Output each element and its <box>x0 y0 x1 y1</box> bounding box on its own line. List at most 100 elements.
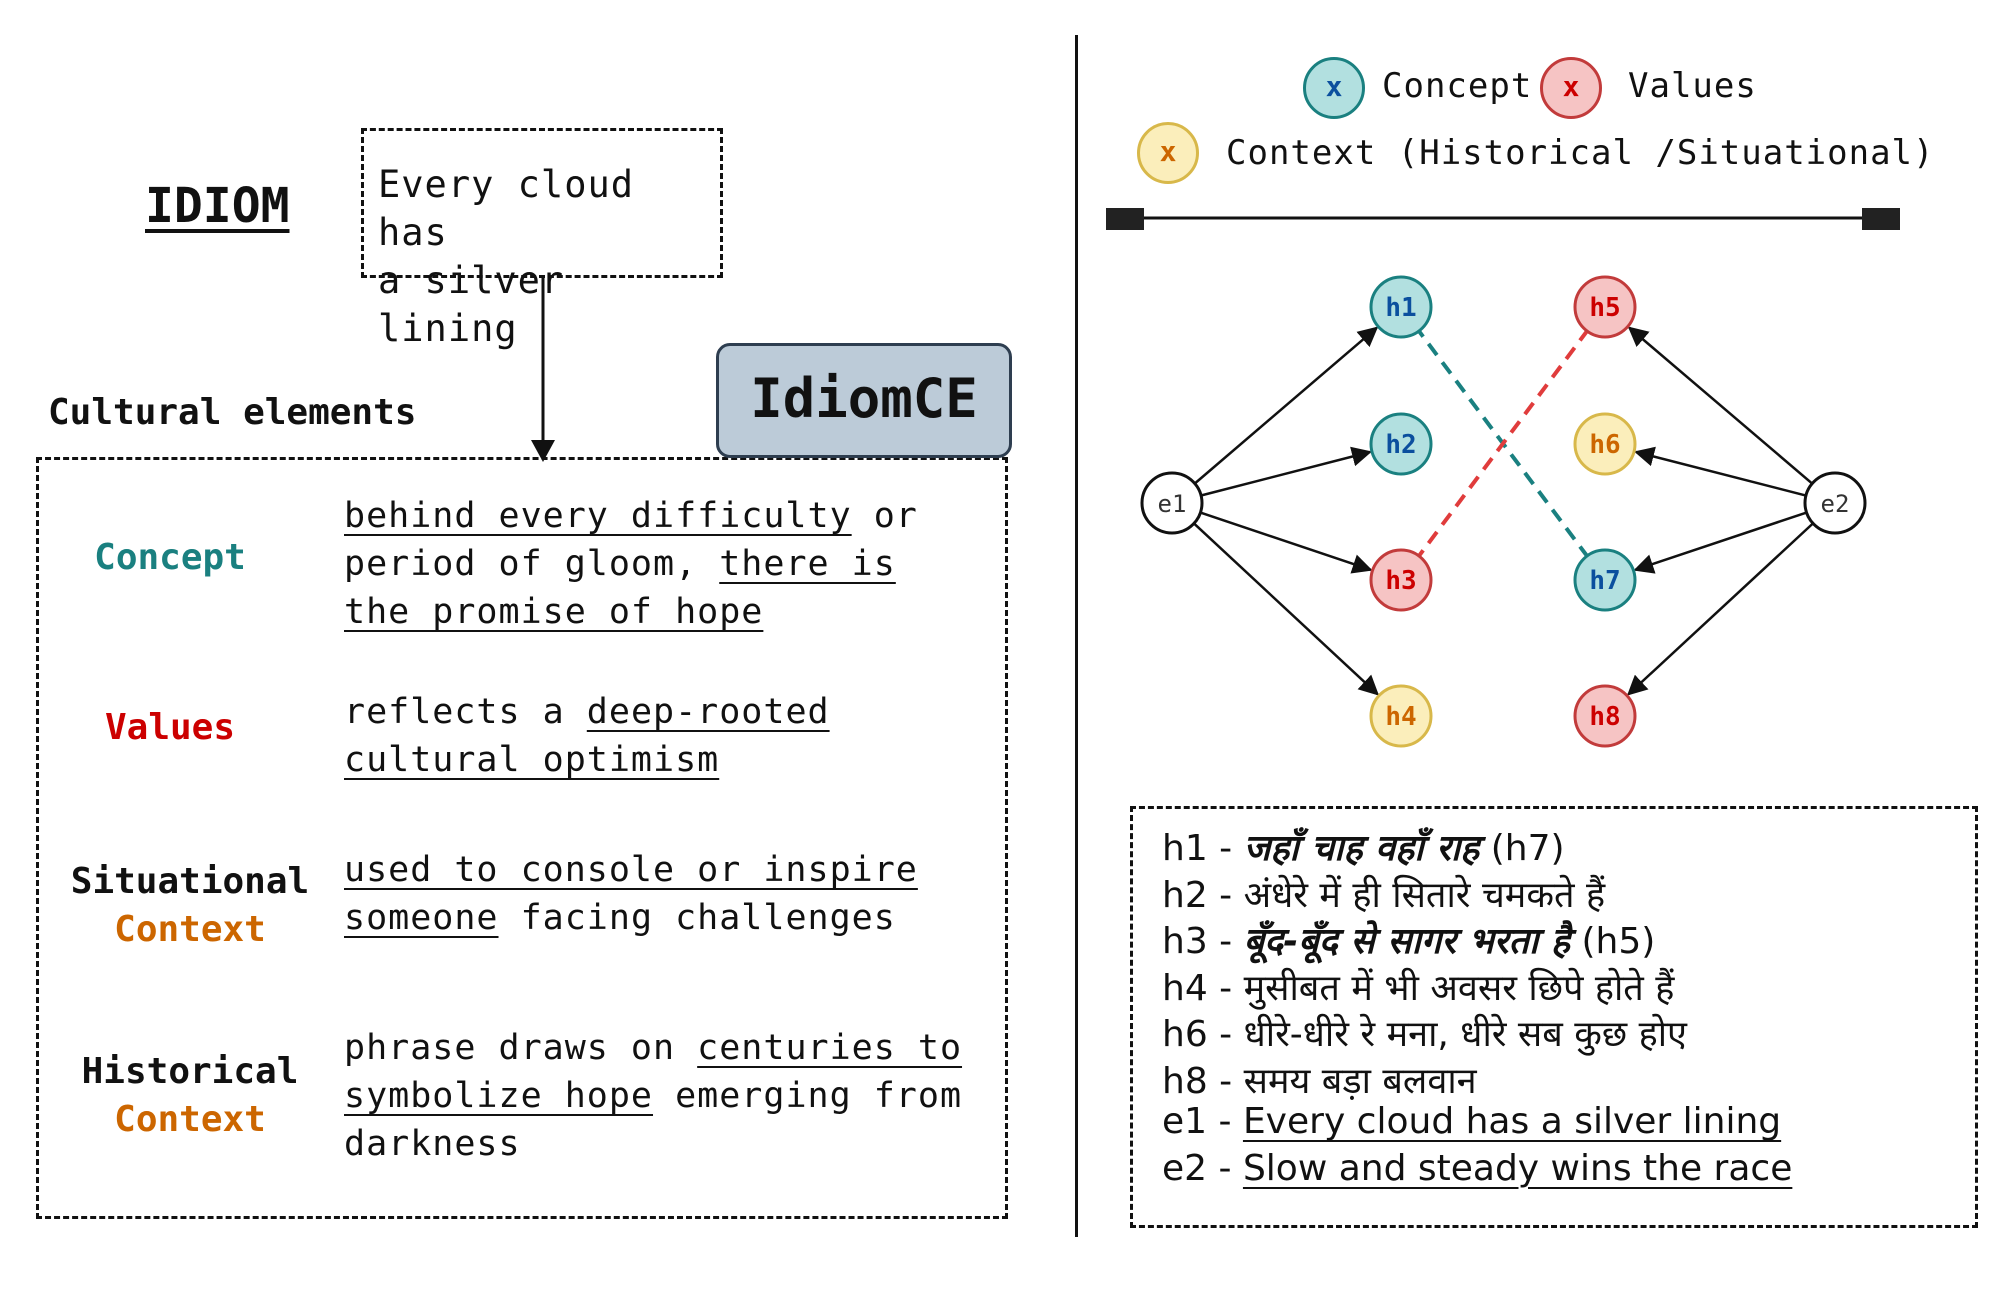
cultural-elements-title: Cultural elements <box>48 392 417 433</box>
arrow-e1-h2 <box>1200 446 1372 497</box>
concept-legend-label: Concept <box>1382 66 1533 106</box>
node-h3-label: h3 <box>1385 566 1416 596</box>
mapping-row-e1: e1 - Every cloud has a silver lining <box>1162 1101 1781 1142</box>
situational-label-top: Situational <box>70 861 310 902</box>
concept-legend-icon: x <box>1303 57 1365 119</box>
mapping-phrase: धीरे-धीरे रे मना, धीरे सब कुछ होए <box>1243 1014 1687 1055</box>
idiom-text-line2: a silver lining <box>378 259 565 350</box>
mapping-phrase: Slow and steady wins the race <box>1242 1147 1793 1189</box>
situational-description: used to console or inspire someone facin… <box>344 846 984 942</box>
situational-label-bottom: Context <box>114 909 266 950</box>
context-legend-label: Context (Historical /Situational) <box>1226 133 1935 173</box>
mapping-row-e2: e2 - Slow and steady wins the race <box>1162 1148 1792 1189</box>
dashed-link-h3-h5 <box>1399 305 1607 582</box>
mapping-row-h4: h4 - मुसीबत में भी अवसर छिपे होते हैं <box>1162 962 1674 1011</box>
historical-description: phrase draws on centuries to symbolize h… <box>344 1024 984 1168</box>
node-h1 <box>1369 275 1433 339</box>
mapping-key: h3 - <box>1162 921 1244 962</box>
mapping-phrase: समय बड़ा बलवान <box>1243 1060 1477 1102</box>
values-text: reflects a <box>344 692 587 732</box>
mapping-phrase: मुसीबत में भी अवसर छिपे होते हैं <box>1243 967 1675 1009</box>
historical-label-top: Historical <box>81 1051 299 1092</box>
node-e1 <box>1140 471 1204 535</box>
mapping-key: e2 - <box>1162 1147 1243 1189</box>
arrow-e2-h8 <box>1627 522 1814 696</box>
node-h1-label: h1 <box>1385 293 1416 323</box>
context-legend-icon: x <box>1137 122 1199 184</box>
axis-right-cap <box>1862 208 1900 230</box>
mapping-key: h8 - <box>1162 1060 1244 1102</box>
situational-context-label: Situational Context <box>60 858 320 954</box>
node-h5 <box>1573 275 1637 339</box>
values-legend-label: Values <box>1628 66 1757 106</box>
concept-phrase: there is <box>719 544 896 584</box>
node-h4-label: h4 <box>1385 702 1416 732</box>
arrow-e1-h3 <box>1200 511 1373 574</box>
node-h5-label: h5 <box>1589 293 1620 323</box>
values-label: Values <box>40 704 300 752</box>
idiomce-badge: IdiomCE <box>716 343 1012 458</box>
node-h8-label: h8 <box>1589 702 1620 732</box>
mapping-phrase: बूँद-बूँद से सागर भरता है <box>1243 921 1571 962</box>
node-e2 <box>1803 471 1867 535</box>
node-h6-label: h6 <box>1589 430 1620 460</box>
node-h2 <box>1369 412 1433 476</box>
axis-left-cap <box>1106 208 1144 230</box>
concept-label-text: Concept <box>94 537 246 578</box>
values-phrase: cultural optimism <box>344 740 720 780</box>
concept-phrase: behind every difficulty <box>344 496 852 536</box>
mapping-key: h6 - <box>1162 1014 1244 1055</box>
arrow-e1-h4 <box>1193 522 1380 696</box>
arrow-e2-h6 <box>1634 446 1807 497</box>
node-h4 <box>1369 684 1433 748</box>
idiom-text-line1: Every cloud has <box>378 163 635 254</box>
historical-phrase: centuries to <box>697 1028 963 1068</box>
values-label-text: Values <box>104 707 236 748</box>
idiom-heading: IDIOM <box>145 178 290 234</box>
historical-phrase: symbolize hope <box>344 1076 654 1116</box>
arrow-e2-h7 <box>1633 511 1807 574</box>
node-h7-label: h7 <box>1589 566 1620 596</box>
historical-label-bottom: Context <box>114 1099 266 1140</box>
cultural-elements-box <box>36 457 1008 1219</box>
idiom-arrow <box>531 278 555 462</box>
values-description: reflects a deep-rooted cultural optimism <box>344 688 984 784</box>
concept-phrase: the promise of hope <box>344 592 764 632</box>
historical-text: phrase draws on <box>344 1028 698 1068</box>
mapping-row-h2: h2 - अंधेरे में ही सितारे चमकते हैं <box>1162 869 1605 918</box>
historical-context-label: Historical Context <box>60 1048 320 1144</box>
mapping-list-box <box>1130 806 1978 1228</box>
concept-description: behind every difficulty or period of glo… <box>344 492 984 636</box>
node-h2-label: h2 <box>1385 430 1416 460</box>
mapping-phrase: जहाँ चाह वहाँ राह <box>1243 828 1480 869</box>
situational-phrase: someone <box>344 898 499 938</box>
situational-text: facing challenges <box>498 898 896 938</box>
concept-text: period of gloom, <box>344 544 720 584</box>
concept-label: Concept <box>40 534 300 582</box>
concept-text: or <box>851 496 918 536</box>
panel-divider <box>1075 35 1078 1237</box>
mapping-row-h1: h1 - जहाँ चाह वहाँ राह (h7) <box>1162 822 1565 871</box>
mapping-row-h3: h3 - बूँद-बूँद से सागर भरता है (h5) <box>1162 915 1655 964</box>
historical-text: darkness <box>344 1124 521 1164</box>
arrowhead-icon <box>531 440 555 462</box>
mapping-key: e1 - <box>1162 1101 1243 1142</box>
situational-phrase: used to console or inspire <box>344 850 918 890</box>
node-h7 <box>1573 548 1637 612</box>
mapping-crossref: (h5) <box>1570 921 1656 962</box>
node-e2-label: e2 <box>1821 490 1850 518</box>
mapping-crossref: (h7) <box>1479 828 1565 869</box>
mapping-key: h4 - <box>1162 967 1244 1009</box>
historical-text: emerging from <box>653 1076 963 1116</box>
mapping-key: h2 - <box>1162 874 1244 916</box>
mapping-phrase: अंधेरे में ही सितारे चमकते हैं <box>1243 874 1606 916</box>
node-h3 <box>1369 548 1433 612</box>
mapping-row-h8: h8 - समय बड़ा बलवान <box>1162 1055 1477 1104</box>
mapping-key: h1 - <box>1162 828 1244 869</box>
arrow-e2-h5 <box>1627 326 1813 485</box>
values-legend-icon: x <box>1540 57 1602 119</box>
mapping-row-h6: h6 - धीरे-धीरे रे मना, धीरे सब कुछ होए <box>1162 1008 1687 1057</box>
mapping-phrase: Every cloud has a silver lining <box>1242 1101 1782 1142</box>
idiom-box: Every cloud has a silver lining <box>361 128 723 350</box>
